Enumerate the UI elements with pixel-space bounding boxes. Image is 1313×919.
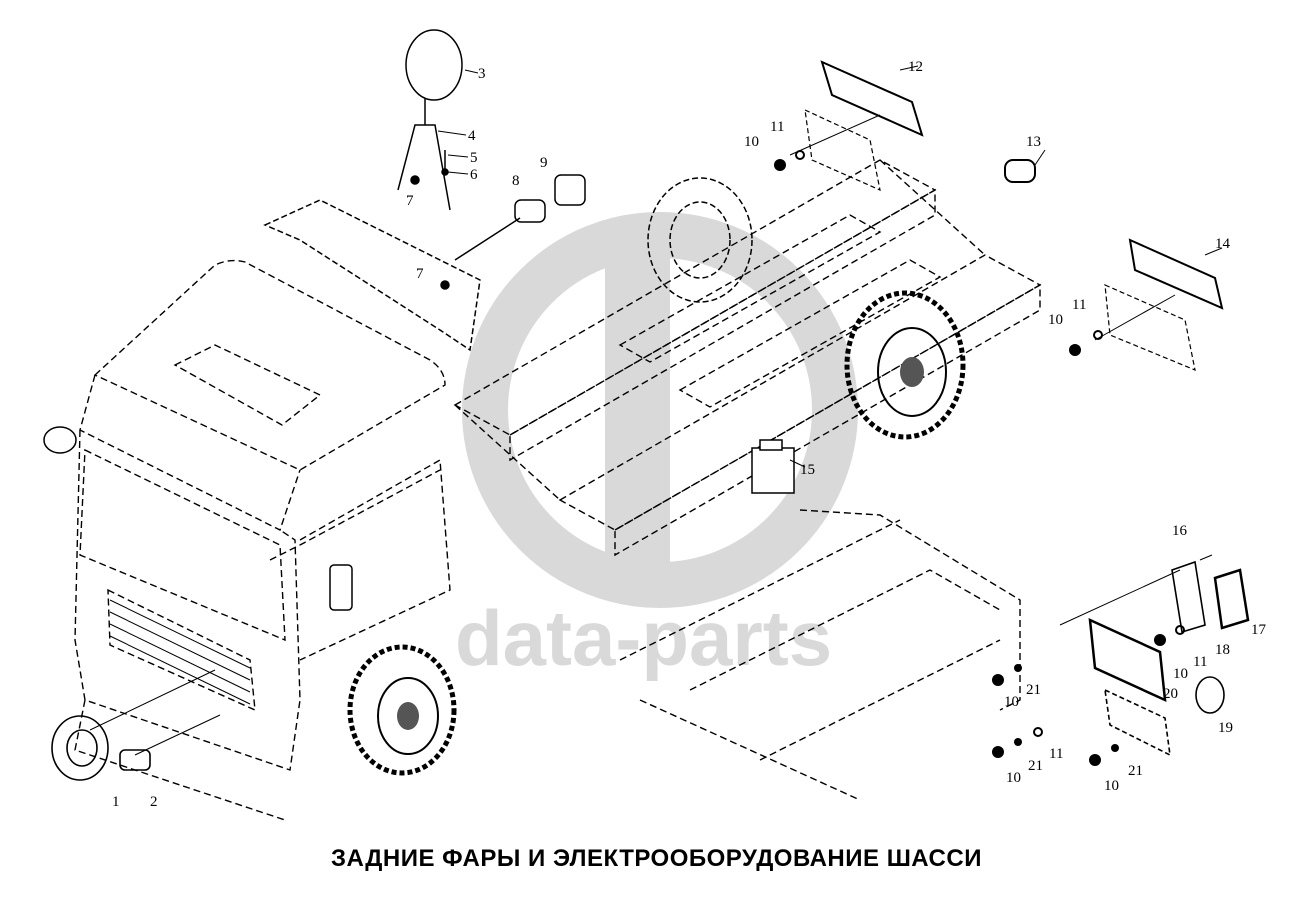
callout-6: 6 xyxy=(470,167,478,183)
callout-10f: 10 xyxy=(1104,778,1119,794)
watermark-text: data-parts xyxy=(455,594,832,682)
callout-18: 18 xyxy=(1215,642,1230,658)
callout-9: 9 xyxy=(540,155,548,171)
callout-2: 2 xyxy=(150,794,158,810)
diagram-caption: ЗАДНИЕ ФАРЫ И ЭЛЕКТРООБОРУДОВАНИЕ ШАССИ xyxy=(331,845,982,872)
callout-10d: 10 xyxy=(1004,694,1019,710)
callout-11b: 11 xyxy=(1072,297,1086,313)
callout-11d: 11 xyxy=(1049,746,1063,762)
roof-lamp-assembly xyxy=(263,29,481,352)
callout-4: 4 xyxy=(468,128,476,144)
callout-7b: 7 xyxy=(416,266,424,282)
callout-3: 3 xyxy=(478,66,486,82)
callout-20: 20 xyxy=(1163,686,1178,702)
callout-5: 5 xyxy=(470,150,478,166)
callout-13: 13 xyxy=(1026,134,1041,150)
leader-lines xyxy=(437,65,1223,561)
truck-cab xyxy=(74,259,451,821)
callout-21a: 21 xyxy=(1026,682,1041,698)
callout-11c: 11 xyxy=(1193,654,1207,670)
rear-lamp-left xyxy=(789,60,924,192)
rear-lamp-right xyxy=(1094,238,1224,371)
callout-21c: 21 xyxy=(1128,763,1143,779)
watermark-logo: data-parts xyxy=(455,212,858,682)
lower-chassis xyxy=(619,509,1021,801)
front-wheel xyxy=(347,644,457,776)
connector-socket xyxy=(454,174,586,261)
rear-lamp-assembly xyxy=(1059,560,1250,757)
chassis-frame xyxy=(453,159,1042,557)
callout-15: 15 xyxy=(800,462,815,478)
callout-11a: 11 xyxy=(770,119,784,135)
callout-21b: 21 xyxy=(1028,758,1043,774)
callout-17: 17 xyxy=(1251,622,1267,638)
callout-10a: 10 xyxy=(744,134,759,150)
callout-12: 12 xyxy=(908,59,923,75)
rear-wheel-upper xyxy=(647,177,753,303)
mirror xyxy=(43,426,353,611)
callout-19: 19 xyxy=(1218,720,1233,736)
callout-10b: 10 xyxy=(1048,312,1063,328)
callout-14: 14 xyxy=(1215,236,1231,252)
callout-7a: 7 xyxy=(406,193,414,209)
callout-10e: 10 xyxy=(1006,770,1021,786)
rear-wheel-lower xyxy=(844,290,966,440)
front-grille xyxy=(109,599,251,705)
callout-10c: 10 xyxy=(1173,666,1188,682)
cylinder-part xyxy=(1004,159,1036,183)
sensor-part xyxy=(119,714,221,771)
callouts: 1 2 3 4 5 6 7 7 8 9 10 11 12 13 10 11 14… xyxy=(112,59,1267,810)
horn-part xyxy=(51,669,216,781)
switch-block xyxy=(751,439,795,494)
callout-1: 1 xyxy=(112,794,120,810)
callout-8: 8 xyxy=(512,173,520,189)
callout-16: 16 xyxy=(1172,523,1188,539)
